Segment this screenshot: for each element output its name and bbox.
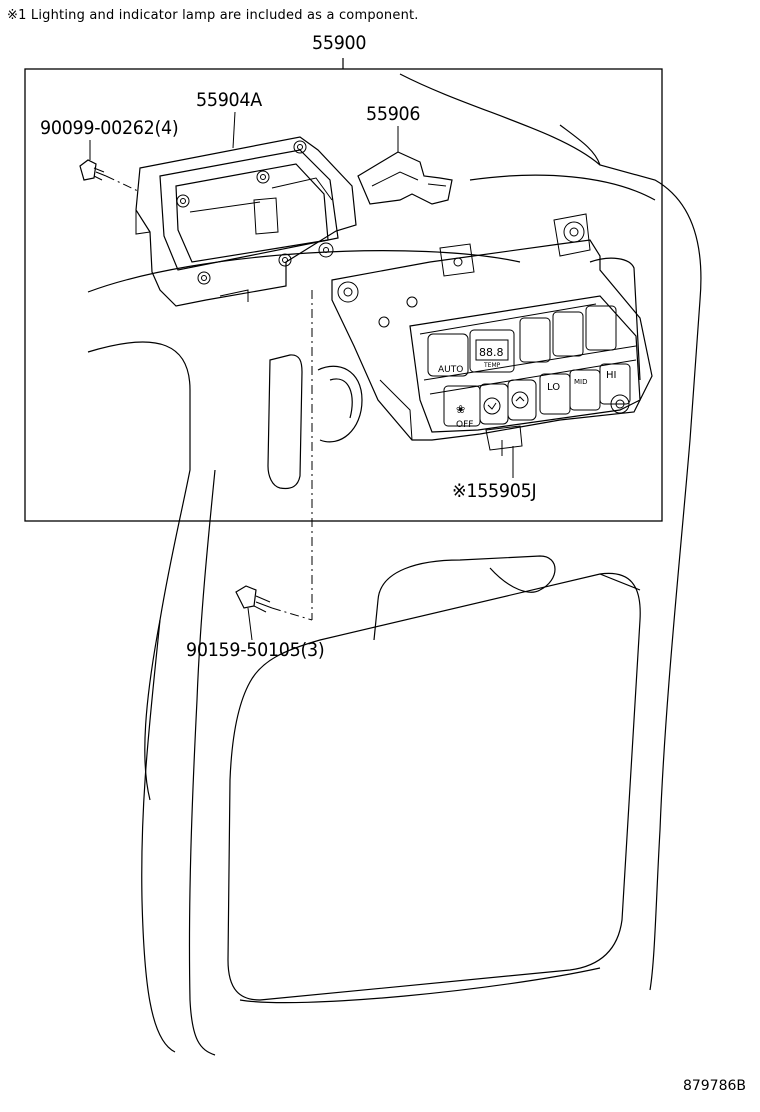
screw-bottom [235,290,313,621]
interior-outline [87,73,702,1056]
panel-lo-label: LO [547,382,560,393]
control-panel-55905J: 88.8 TEMP AUTO ❀ OFF LO MID HI [331,213,653,456]
callout-screw-bottom: 90159-50105(3) [186,639,325,661]
panel-display: 88.8 [479,346,504,359]
panel-mid-label: MID [574,378,588,386]
callout-assembly: 55900 [312,32,367,54]
callout-control-panel: ※155905J [452,480,537,502]
cable-55906 [357,151,453,205]
callout-screw-top: 90099-00262(4) [40,117,179,139]
panel-fan-label: ❀ [456,403,465,416]
screw-top [79,159,141,193]
callout-bracket: 55904A [196,89,262,111]
panel-auto-label: AUTO [438,365,463,375]
leader-lines [89,111,514,641]
panel-temp-label: TEMP [483,362,501,369]
panel-off-label: OFF [456,420,473,430]
bracket-55904A [135,136,357,307]
panel-hi-label: HI [606,370,616,381]
diagram-id: 879786B [682,1078,746,1094]
component-note: ※1 Lighting and indicator lamp are inclu… [7,8,419,23]
callout-cable: 55906 [366,103,421,125]
